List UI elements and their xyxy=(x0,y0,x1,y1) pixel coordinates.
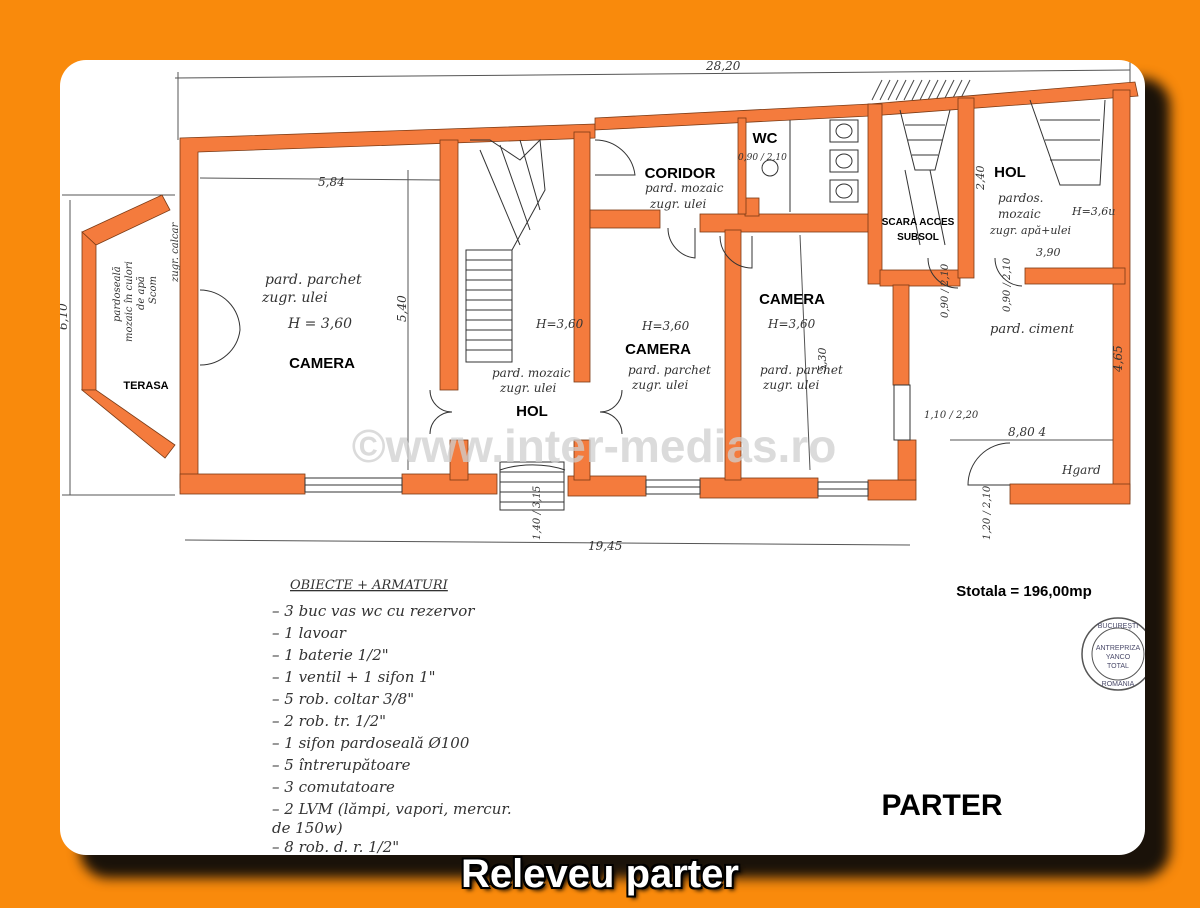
note-camera1-paint: zugr. ulei xyxy=(261,290,328,306)
room-label-hol-center: HOL xyxy=(516,403,548,420)
dim-door-front: 1,20 / 2,10 xyxy=(982,485,993,540)
note-camera3-floor: pard. parchet xyxy=(760,363,843,377)
room-label-camera-2: CAMERA xyxy=(625,341,691,358)
note-camera1-floor: pard. parchet xyxy=(265,272,362,288)
note-coridor-paint: zugr. ulei xyxy=(649,197,706,211)
dim-left-height: 6,10 xyxy=(60,303,70,330)
dim-door-scara: 0,90 / 2,10 xyxy=(940,263,951,318)
list-item: – 8 rob. d. r. 1/2" xyxy=(272,838,399,855)
room-label-scara: SCARA ACCES xyxy=(882,217,955,228)
note-camera2-height: H=3,60 xyxy=(641,319,690,333)
dim-door-entry: 1,40 / 3,15 xyxy=(532,486,543,540)
note-hol-height: H=3,60 xyxy=(535,317,584,331)
note-terasa-floor: pardoseală xyxy=(112,266,123,322)
note-coridor-floor: pard. mozaic xyxy=(645,181,724,195)
caption: Releveu parter xyxy=(461,852,739,896)
dim-overall-width: 28,20 xyxy=(705,60,741,73)
floor-label: PARTER xyxy=(881,789,1002,822)
company-stamp: BUCUREŞTI ANTREPRIZA YANCO TOTAL ROMÂNIA xyxy=(1081,617,1145,691)
note-camera3-paint: zugr. ulei xyxy=(762,378,819,392)
dim-camera3-depth: 5,30 xyxy=(816,348,829,373)
dim-front-width: 19,45 xyxy=(588,539,622,553)
wc-fixtures xyxy=(761,119,859,212)
list-item: – 1 sifon pardoseală Ø100 xyxy=(272,734,470,752)
list-item: – 2 LVM (lămpi, vapori, mercur. xyxy=(272,800,512,818)
walls xyxy=(80,81,1139,505)
paper-sheet: CAMERA HOL CORIDOR WC CAMERA CAMERA SCAR… xyxy=(60,60,1145,855)
note-camera3-height: H=3,60 xyxy=(767,317,816,331)
dim-hol-right-height: 2,40 xyxy=(974,166,987,192)
dim-window-side: 1,10 / 2,20 xyxy=(924,410,979,421)
note-hol-right-paint: zugr. apă+ulei xyxy=(989,224,1071,237)
note-camera1-height: H = 3,60 xyxy=(287,316,352,332)
dim-door-hol-right: 0,90 / 2,10 xyxy=(1002,257,1013,312)
note-hol-right-height: H=3,6u xyxy=(1071,205,1115,218)
note-hol-floor: pard. mozaic xyxy=(492,366,571,380)
dim-hol-right-width: 3,90 xyxy=(1036,246,1061,259)
list-item: – 3 comutatoare xyxy=(272,778,395,796)
stamp-line3: TOTAL xyxy=(1107,663,1129,670)
note-terasa-mozaic: mozaic în culori xyxy=(124,261,135,342)
list-item: – 1 baterie 1/2" xyxy=(272,646,389,664)
note-hol-right-mozaic: mozaic xyxy=(998,207,1041,221)
room-label-hol-right: HOL xyxy=(994,164,1026,181)
stamp-bottom: ROMÂNIA xyxy=(1102,679,1135,688)
doors xyxy=(199,139,1023,486)
dim-camera1-depth: 5,40 xyxy=(395,295,409,322)
list-item: – 5 întrerupătoare xyxy=(272,756,411,774)
list-item: – 1 lavoar xyxy=(272,624,347,642)
dim-camera1-width: 5,84 xyxy=(318,175,345,189)
list-item: – 3 buc vas wc cu rezervor xyxy=(272,602,475,620)
note-hol-right-floor: pardos. xyxy=(998,191,1043,205)
note-right-room-floor: pard. ciment xyxy=(990,322,1075,337)
room-label-wc: WC xyxy=(753,130,778,147)
note-terasa-zugr: zugr. calcar xyxy=(170,222,181,283)
room-label-coridor: CORIDOR xyxy=(645,165,716,182)
list-item: – 2 rob. tr. 1/2" xyxy=(272,712,386,730)
room-label-camera-1: CAMERA xyxy=(289,355,355,372)
note-terasa-apa: de apă xyxy=(136,276,147,310)
note-right-room-hgard: Hgard xyxy=(1061,463,1101,477)
note-camera2-paint: zugr. ulei xyxy=(631,378,688,392)
room-label-terasa: TERASA xyxy=(123,380,168,392)
dimension-labels: 28,20 19,45 5,84 6,10 5,40 4,65 8,80 4 2… xyxy=(60,60,1125,553)
stamp-top: BUCUREŞTI xyxy=(1098,623,1139,630)
objects-list: OBIECTE + ARMATURI – 3 buc vas wc cu rez… xyxy=(272,578,512,855)
note-hol-paint: zugr. ulei xyxy=(499,381,556,395)
dim-right-room-depth: 4,65 xyxy=(1111,345,1125,373)
dim-wc-door: 0,90 / 2,10 xyxy=(738,153,787,163)
room-notes: pard. parchet zugr. ulei H = 3,60 H=3,60… xyxy=(112,181,1115,477)
total-area: Stotala = 196,00mp xyxy=(956,583,1091,600)
list-item: – 1 ventil + 1 sifon 1" xyxy=(272,668,436,686)
dim-right-room-width: 8,80 4 xyxy=(1008,425,1046,439)
note-terasa-scom: Scom xyxy=(148,276,159,304)
list-item: de 150w) xyxy=(272,819,343,837)
windows xyxy=(304,384,911,497)
list-item: – 5 rob. coltar 3/8" xyxy=(272,690,414,708)
stamp-line2: YANCO xyxy=(1106,654,1131,661)
note-camera2-floor: pard. parchet xyxy=(628,363,711,377)
floor-plan: CAMERA HOL CORIDOR WC CAMERA CAMERA SCAR… xyxy=(60,60,1145,855)
list-title: OBIECTE + ARMATURI xyxy=(290,578,449,593)
room-label-subsol: SUBSOL xyxy=(897,232,939,243)
room-label-camera-3: CAMERA xyxy=(759,291,825,308)
watermark: ©www.inter-medias.ro xyxy=(352,420,837,472)
stamp-line1: ANTREPRIZA xyxy=(1096,645,1141,652)
stairs xyxy=(465,99,1106,511)
